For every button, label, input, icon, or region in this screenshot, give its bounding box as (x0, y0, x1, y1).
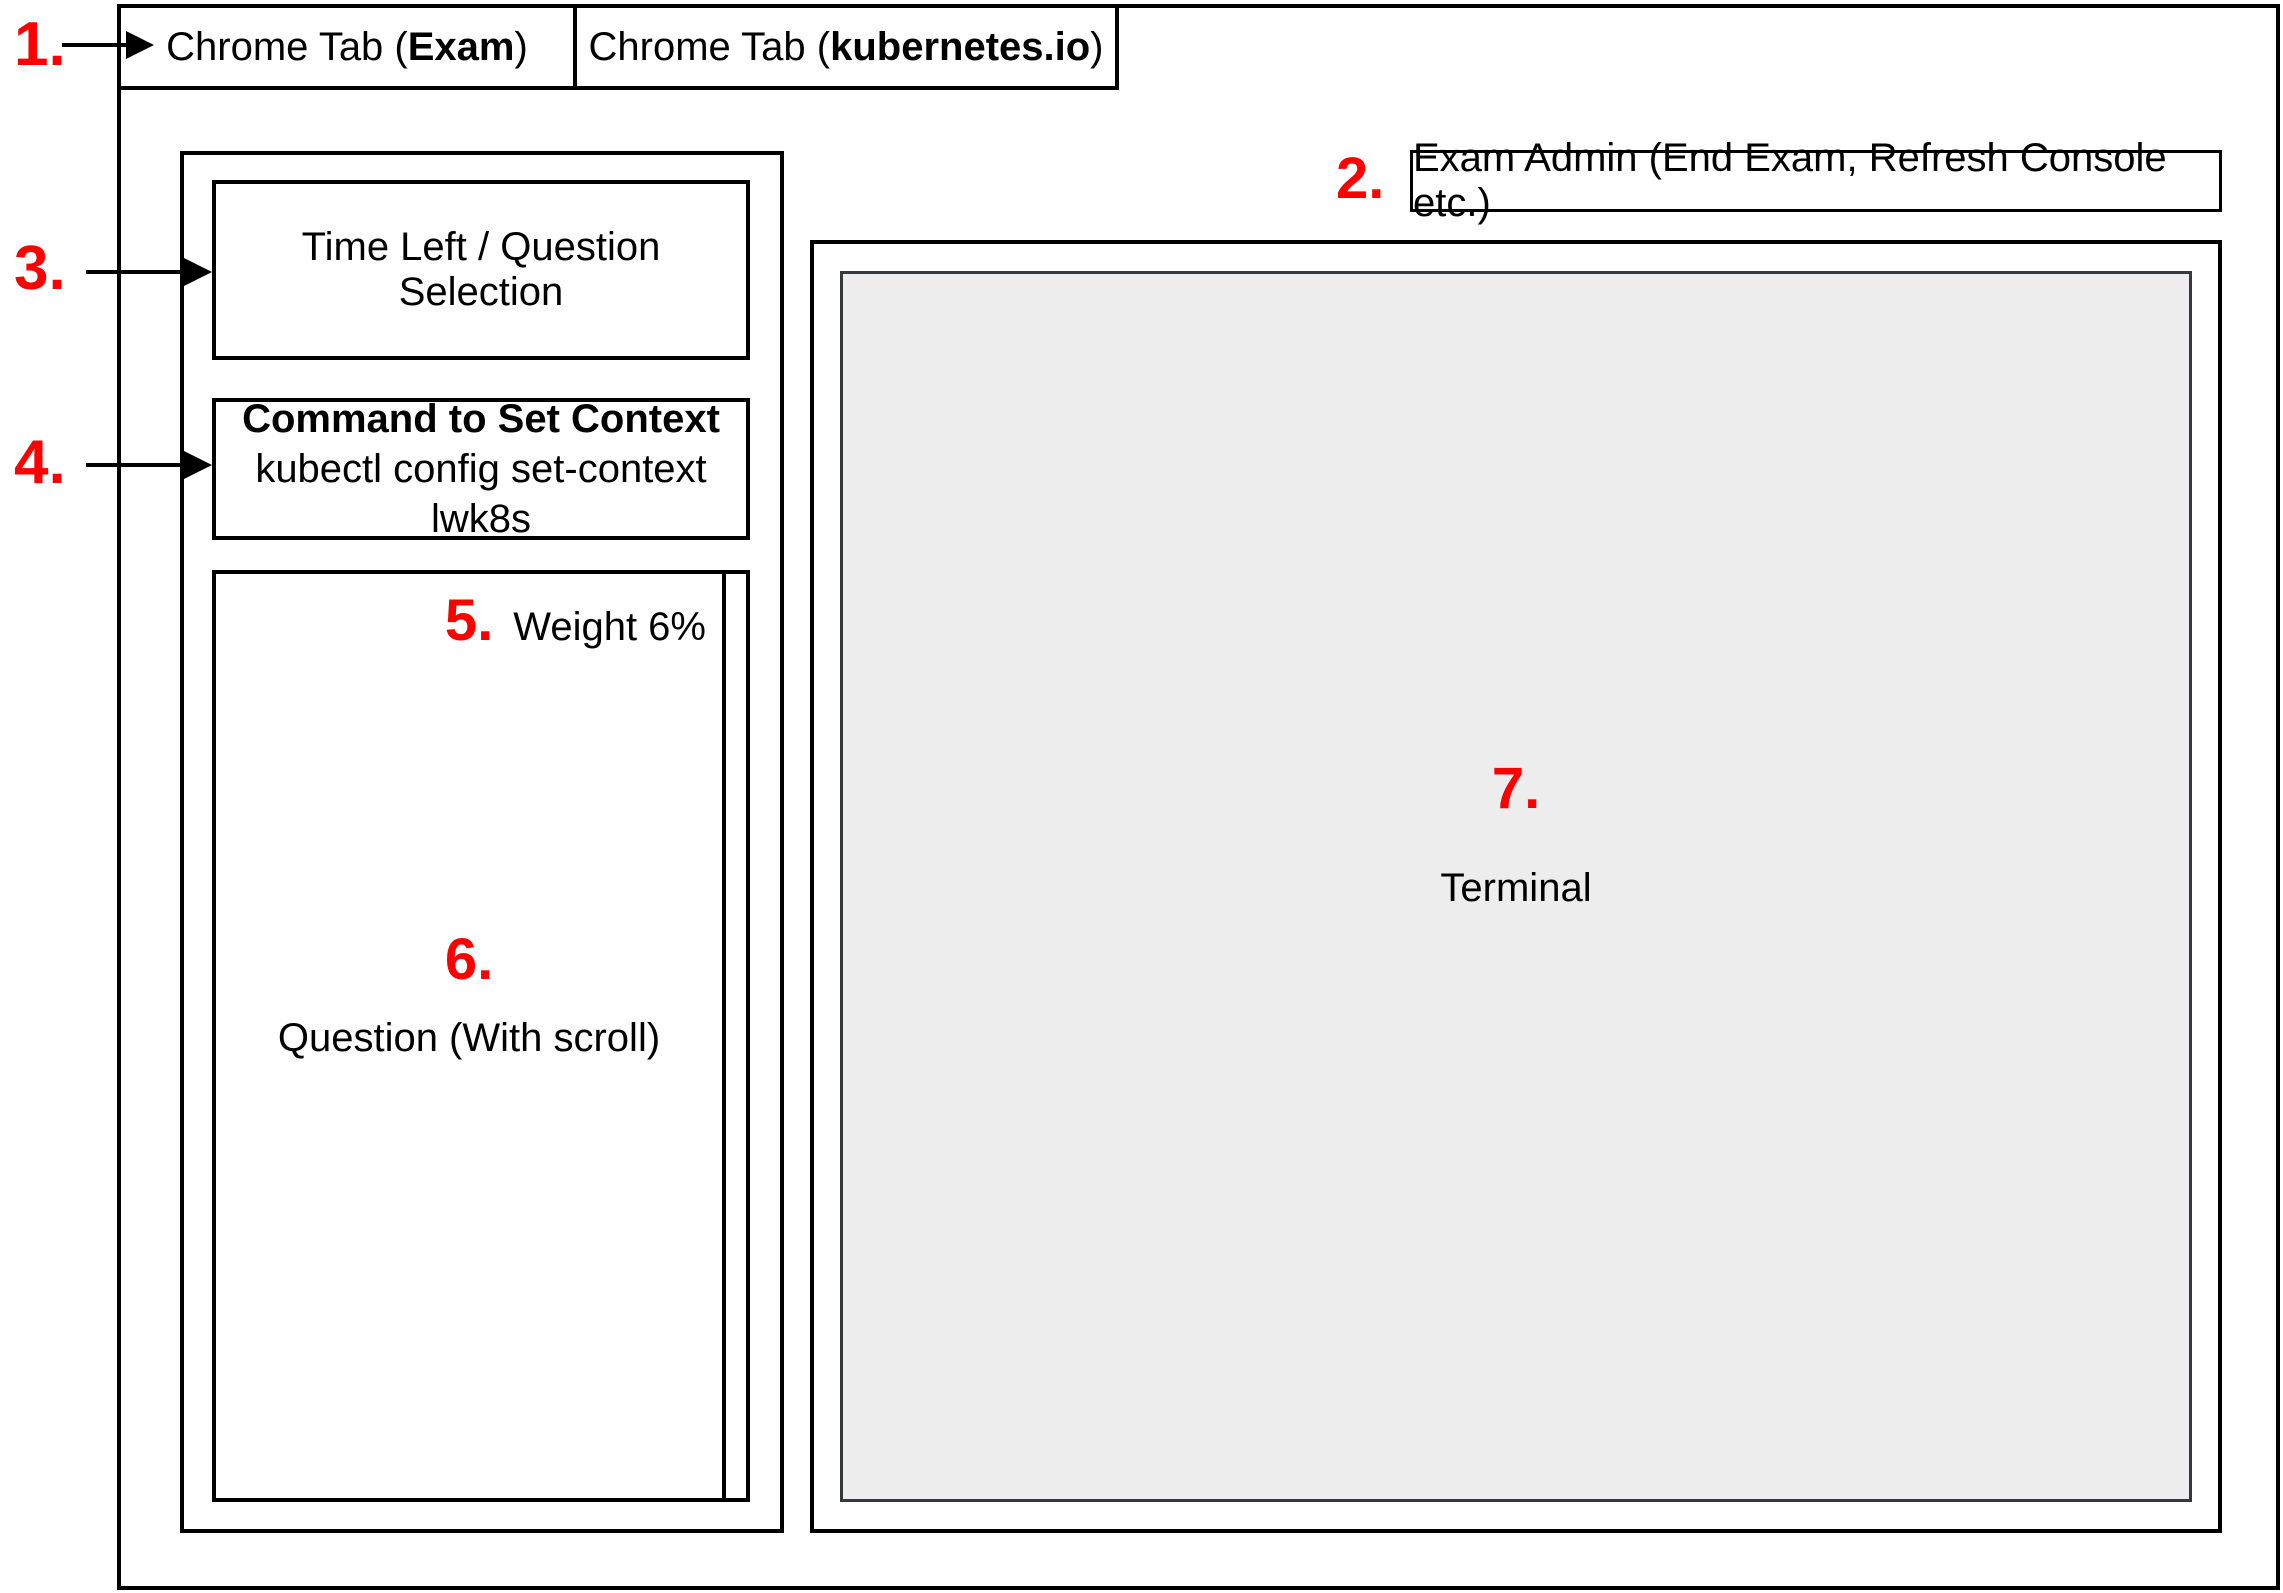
question-panel: 5. Weight 6% 6. Question (With scroll) (212, 570, 750, 1502)
annotation-number-5: 5. (444, 588, 494, 653)
terminal-area[interactable]: 7. Terminal (840, 271, 2192, 1502)
time-left-label: Time Left / Question Selection (301, 225, 661, 314)
set-context-command-box: Command to Set Context kubectl config se… (212, 397, 750, 541)
exam-admin-box[interactable]: Exam Admin (End Exam, Refresh Console et… (1410, 136, 2222, 225)
annotation-number-3: 3. (14, 234, 66, 303)
exam-admin-label: Exam Admin (End Exam, Refresh Console et… (1413, 136, 2167, 225)
annotation-number-1: 1. (14, 10, 66, 79)
terminal-label-group: 7. Terminal (843, 760, 2189, 911)
tab-kubernetes[interactable]: Chrome Tab (kubernetes.io) (573, 4, 1119, 90)
time-left-question-selection-box[interactable]: Time Left / Question Selection (212, 180, 750, 360)
question-weight-label: Weight 6% (513, 605, 706, 649)
annotation-number-2: 2. (1336, 146, 1385, 211)
terminal-label: Terminal (1440, 866, 1592, 910)
annotation-number-7: 7. (1491, 756, 1541, 821)
tab-exam[interactable]: Chrome Tab (Exam) (117, 4, 577, 90)
tab-exam-title: Exam (407, 24, 515, 69)
tab-kubernetes-prefix: Chrome Tab ( (588, 24, 831, 69)
tab-exam-suffix: ) (514, 24, 528, 69)
annotation-arrow-3 (86, 258, 212, 286)
question-weight-row: 5. Weight 6% (445, 592, 706, 650)
tab-kubernetes-suffix: ) (1090, 24, 1104, 69)
question-body-label: Question (With scroll) (277, 1016, 661, 1060)
annotation-number-6: 6. (444, 927, 494, 992)
tab-exam-prefix: Chrome Tab ( (166, 24, 408, 69)
set-context-command: kubectl config set-context lwk8s (255, 447, 707, 541)
set-context-title: Command to Set Context (242, 397, 720, 441)
question-scrollbar[interactable] (722, 574, 746, 1498)
annotation-arrow-1 (62, 31, 154, 59)
annotation-number-4: 4. (14, 428, 66, 497)
tab-kubernetes-title: kubernetes.io (830, 24, 1091, 69)
annotation-arrow-4 (86, 451, 212, 479)
question-body: 6. Question (With scroll) (216, 931, 722, 1061)
